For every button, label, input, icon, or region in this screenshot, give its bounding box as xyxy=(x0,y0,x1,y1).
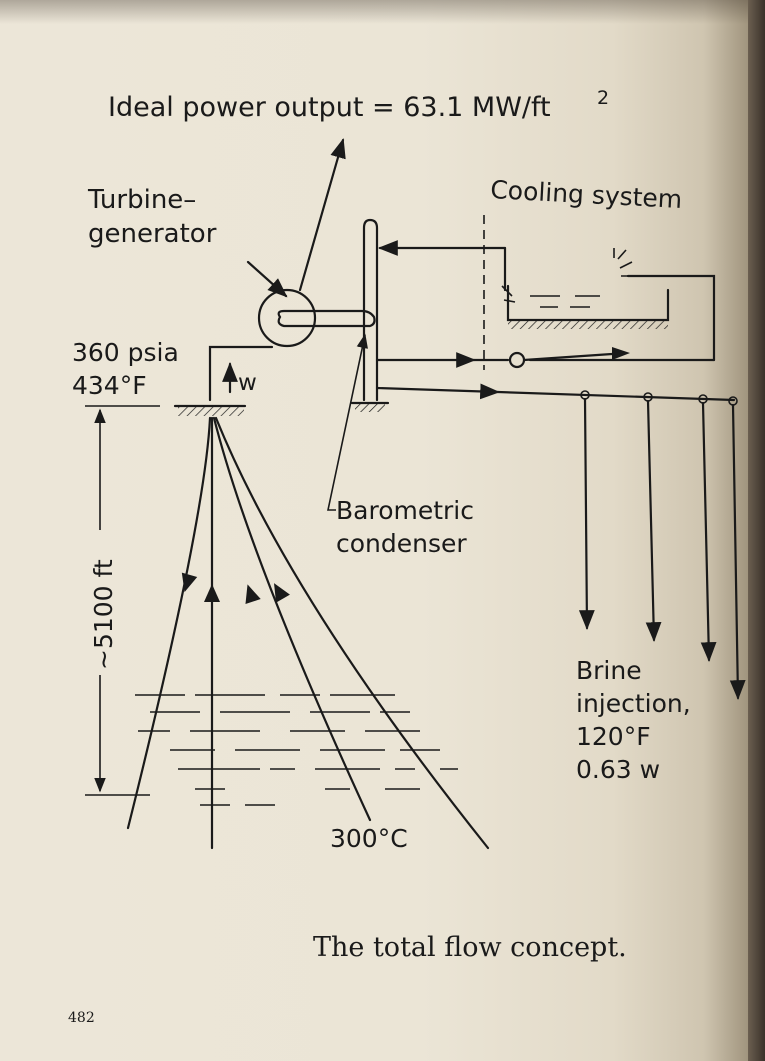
reservoir-dashes xyxy=(135,694,458,806)
inflow-arrow-4 xyxy=(274,583,290,603)
condenser-pointer xyxy=(327,333,368,511)
ground-hatch xyxy=(178,407,244,416)
pump-outlet-line xyxy=(522,352,614,362)
cooling-pond xyxy=(506,284,670,322)
book-spine xyxy=(748,0,765,1061)
cooling-outlet-line xyxy=(626,274,716,362)
brine-header-arrow xyxy=(375,383,500,400)
injection-well-4 xyxy=(729,403,746,700)
condenser-label-line1: Barometric xyxy=(336,496,474,525)
pump-icon xyxy=(508,351,526,369)
turbine-shaft xyxy=(277,309,376,328)
wellhead-temperature: 434°F xyxy=(72,371,147,400)
power-output-label: Ideal power output = 63.1 MW/ft xyxy=(108,92,551,123)
cooling-pond-hatch xyxy=(508,321,668,329)
well-bore-3 xyxy=(212,416,372,822)
condenser-base-hatch xyxy=(355,404,385,412)
depth-label: ~5100 ft xyxy=(89,559,118,670)
injection-well-3 xyxy=(700,401,717,662)
spray-icon xyxy=(613,248,634,277)
inflow-arrow-2 xyxy=(204,584,220,602)
power-output-arrow xyxy=(298,138,346,292)
pump-arrow xyxy=(612,347,630,360)
condenser-column xyxy=(362,218,379,402)
brine-header xyxy=(496,390,736,402)
well-bore-4 xyxy=(214,416,490,850)
turbine-generator xyxy=(257,288,317,348)
condenser-label-line2: condenser xyxy=(336,529,467,558)
well-bore-1 xyxy=(126,416,212,830)
power-output-exponent: 2 xyxy=(597,87,609,109)
brine-label-line3: 120°F xyxy=(576,722,651,751)
flow-label: w xyxy=(238,370,257,396)
page-shadow xyxy=(0,0,765,24)
injection-well-1 xyxy=(578,397,595,630)
turbine-label-line2: generator xyxy=(88,219,217,249)
reservoir-temperature: 300°C xyxy=(330,824,408,853)
inflow-arrow-3 xyxy=(245,584,261,604)
wellhead-pipe xyxy=(208,345,274,402)
pond-spray-left xyxy=(501,285,516,303)
brine-label-line2: injection, xyxy=(576,689,691,718)
cooling-system-label: Cooling system xyxy=(490,175,683,214)
wellhead-pressure: 360 psia xyxy=(72,338,179,367)
injection-well-2 xyxy=(645,399,662,642)
figure-caption: The total flow concept. xyxy=(313,932,627,963)
brine-label-line1: Brine xyxy=(576,656,642,685)
turbine-label-line1: Turbine– xyxy=(87,185,196,215)
brine-label-line4: 0.63 w xyxy=(576,755,660,784)
page-number: 482 xyxy=(68,1010,95,1026)
inflow-arrow-1 xyxy=(181,572,198,593)
